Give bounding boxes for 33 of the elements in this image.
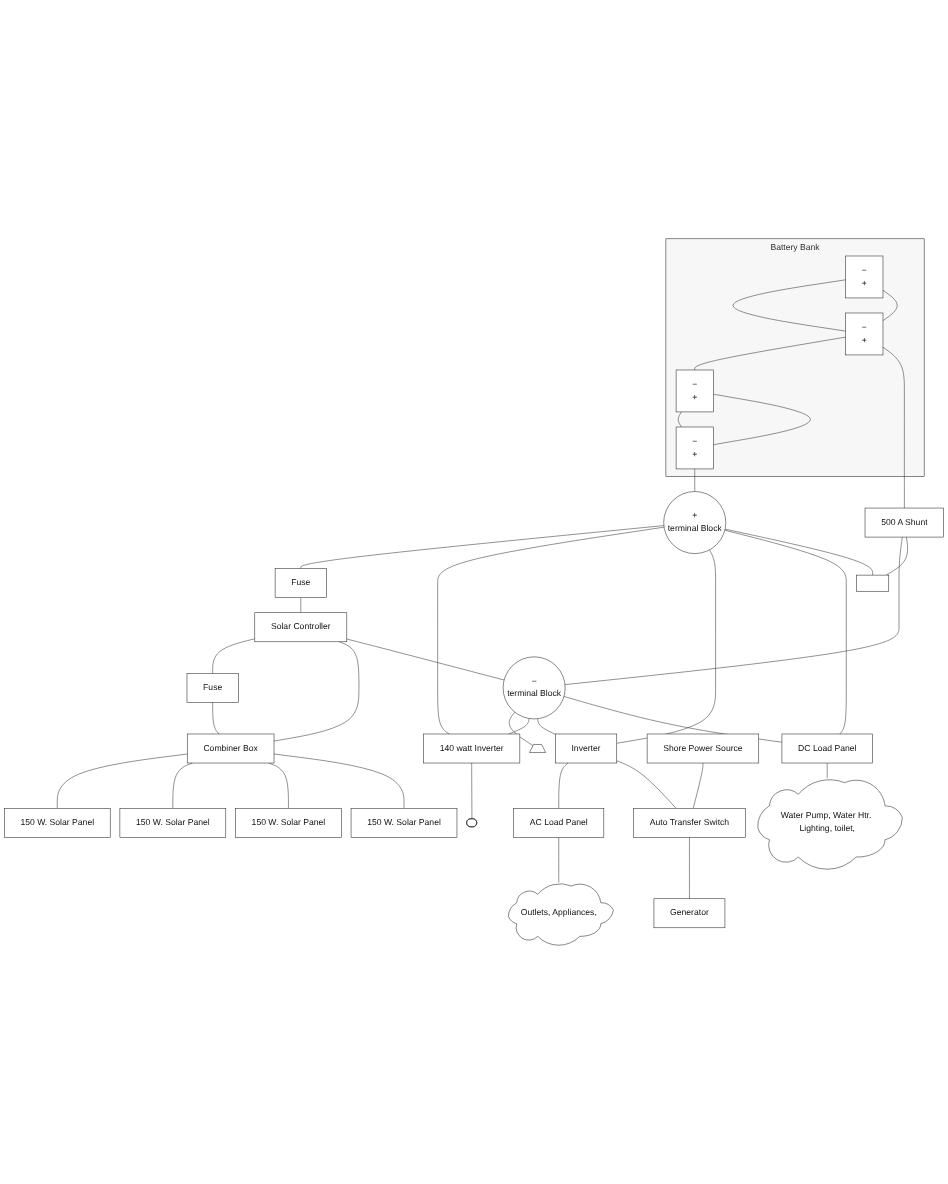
connector (172, 762, 193, 809)
connector (694, 336, 846, 371)
connector (724, 528, 873, 576)
connector (558, 762, 569, 809)
connector (616, 549, 716, 744)
connector (616, 760, 677, 809)
connector (732, 279, 846, 332)
connector (471, 762, 473, 820)
node-box (856, 574, 890, 592)
connector (689, 837, 690, 899)
connector (882, 289, 898, 321)
connector (300, 597, 302, 613)
connector (713, 393, 811, 445)
connector (212, 638, 256, 674)
connector (885, 536, 908, 576)
connector (564, 536, 903, 685)
connector (437, 526, 665, 735)
connector (57, 753, 188, 809)
connector (273, 753, 405, 809)
connector (694, 468, 695, 492)
connector (692, 762, 704, 809)
node-ground (529, 744, 546, 753)
connector (346, 638, 505, 681)
connector (300, 525, 665, 569)
connector (268, 762, 289, 809)
connector (882, 346, 905, 509)
connector (537, 718, 556, 735)
connector (212, 702, 220, 735)
connector (558, 837, 560, 883)
connector (826, 762, 828, 779)
connector (508, 718, 530, 735)
connector (724, 529, 847, 735)
connector (509, 711, 534, 747)
